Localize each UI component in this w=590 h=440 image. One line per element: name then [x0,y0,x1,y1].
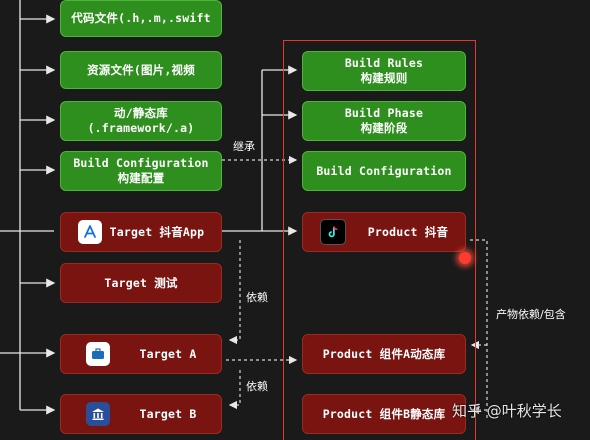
depend-label-1: 依赖 [246,291,268,304]
resource-files-box: 资源文件(图片,视频 [60,51,222,89]
build-rules-line2: 构建规则 [360,71,408,85]
build-rules-box: Build Rules 构建规则 [302,51,466,91]
build-phase-line1: Build Phase [344,106,424,120]
product-component-a-label: Product 组件A动态库 [322,346,446,361]
libraries-label-line2: (.framework/.a) [87,121,195,135]
libraries-label-line1: 动/静态库 [114,106,168,120]
target-douyin-app-box: Target 抖音App [60,212,222,252]
product-douyin-label: Product 抖音 [367,224,449,239]
build-phase-box: Build Phase 构建阶段 [302,101,466,141]
build-rules-line1: Build Rules [344,56,424,70]
build-configuration-target-box: Build Configuration [302,151,466,191]
product-component-a-box: Product 组件A动态库 [302,334,466,374]
app-store-icon [77,220,102,244]
build-configuration-target-label: Build Configuration [316,163,452,178]
target-douyin-app-label: Target 抖音App [109,224,205,239]
source-code-files-label: 代码文件(.h,.m,.swift [71,11,211,25]
cursor-highlight-dot [459,252,471,264]
source-code-files-box: 代码文件(.h,.m,.swift [60,0,222,37]
target-test-label: Target 测试 [104,275,178,290]
build-configuration-source-box: Build Configuration 构建配置 [60,151,222,191]
bank-icon [85,402,110,426]
target-a-box: Target A [60,334,222,374]
product-component-b-label: Product 组件B静态库 [322,406,446,421]
target-b-label: Target B [139,406,197,421]
target-b-box: Target B [60,394,222,434]
product-relation-label: 产物依赖/包含 [496,308,566,321]
inherit-label: 继承 [233,140,255,153]
target-a-label: Target A [139,346,197,361]
product-douyin-box: Product 抖音 [302,212,466,252]
libraries-box: 动/静态库 (.framework/.a) [60,101,222,141]
product-component-b-box: Product 组件B静态库 [302,394,466,434]
build-configuration-source-line1: Build Configuration [73,156,209,170]
build-settings-bracket [283,40,476,440]
watermark: 知乎 @叶秋学长 [452,402,562,420]
build-phase-line2: 构建阶段 [360,121,408,135]
tiktok-icon [319,219,346,245]
briefcase-icon [85,342,110,366]
depend-label-2: 依赖 [246,380,268,393]
build-configuration-source-line2: 构建配置 [117,171,165,185]
resource-files-label: 资源文件(图片,视频 [87,62,195,77]
target-test-box: Target 测试 [60,263,222,303]
